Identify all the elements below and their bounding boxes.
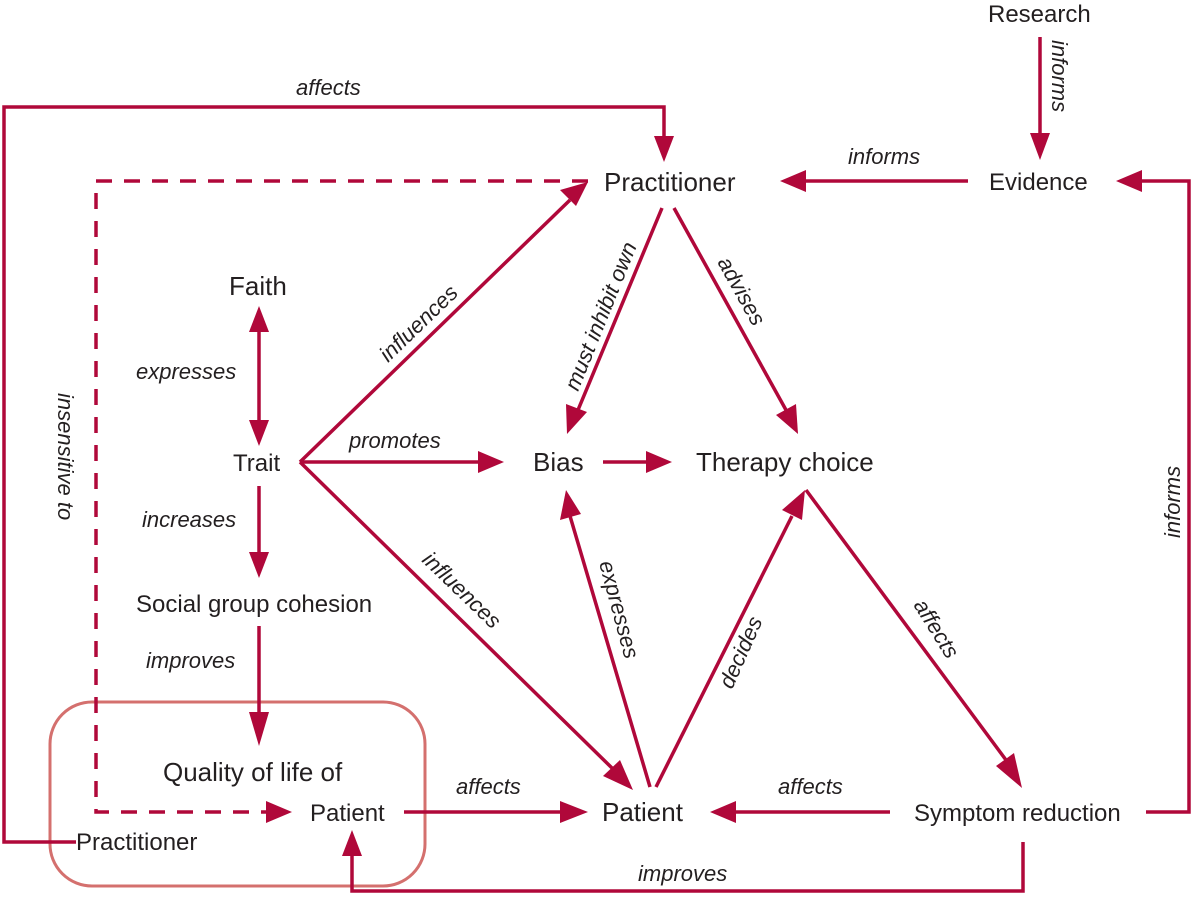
edge-label-symptom-patient: affects bbox=[778, 774, 843, 799]
edge-label-practitioner-qol-patient: insensitive to bbox=[53, 393, 78, 520]
edge-qol-practitioner-practitioner: affects bbox=[2, 75, 674, 844]
edge-practitioner-qol-patient: insensitive to bbox=[53, 179, 588, 823]
arrowhead bbox=[1116, 170, 1142, 192]
arrowhead-down bbox=[249, 420, 269, 446]
edge-trait-bias: promotes bbox=[300, 428, 504, 473]
arrowhead bbox=[560, 490, 581, 520]
arrowhead bbox=[249, 712, 269, 746]
edge-symptom-patient: affects bbox=[710, 774, 890, 823]
edge-label-patient-bias: expresses bbox=[594, 558, 644, 661]
node-quality-of-life-heading: Quality of life of bbox=[163, 757, 343, 787]
node-practitioner: Practitioner bbox=[604, 167, 736, 197]
edge-trait-social: increases bbox=[142, 486, 269, 578]
edge-label-symptom-evidence: informs bbox=[1160, 466, 1185, 538]
edge-label-qol-patient-patient: affects bbox=[456, 774, 521, 799]
edge-label-faith-trait: expresses bbox=[136, 359, 236, 384]
edge-label-symptom-qol-patient: improves bbox=[638, 861, 727, 886]
edge-label-qol-practitioner-practitioner: affects bbox=[296, 75, 361, 100]
arrowhead bbox=[654, 136, 674, 162]
edge-trait-practitioner: influences bbox=[298, 182, 588, 464]
edge-evidence-practitioner: informs bbox=[780, 144, 968, 192]
node-faith: Faith bbox=[229, 271, 287, 301]
arrowhead bbox=[266, 801, 292, 823]
arrowhead bbox=[996, 753, 1022, 788]
edge-practitioner-therapy: advises bbox=[672, 207, 798, 434]
edge-practitioner-bias: must inhibit own bbox=[559, 207, 664, 434]
arrowhead bbox=[560, 182, 588, 206]
arrowhead bbox=[1030, 133, 1050, 160]
node-trait: Trait bbox=[233, 450, 280, 477]
edge-label-social-qol: improves bbox=[146, 648, 235, 673]
arrowhead bbox=[566, 404, 587, 434]
edge-therapy-symptom: affects bbox=[804, 488, 1022, 788]
edge-qol-patient-patient: affects bbox=[404, 774, 588, 823]
edge-bias-therapy bbox=[603, 451, 672, 473]
arrowhead bbox=[249, 552, 269, 578]
edge-patient-therapy: decides bbox=[654, 490, 805, 788]
node-research: Research bbox=[988, 1, 1091, 28]
edge-label-practitioner-bias: must inhibit own bbox=[559, 238, 641, 394]
arrowhead bbox=[780, 170, 806, 192]
arrowhead bbox=[342, 830, 362, 856]
node-social-group-cohesion: Social group cohesion bbox=[136, 591, 372, 618]
node-symptom-reduction: Symptom reduction bbox=[914, 800, 1121, 827]
arrowhead bbox=[478, 451, 504, 473]
arrowhead bbox=[776, 404, 798, 434]
edge-label-evidence-practitioner: informs bbox=[848, 144, 920, 169]
edge-research-evidence: informs bbox=[1030, 37, 1072, 160]
arrowhead-up bbox=[249, 306, 269, 332]
arrowhead bbox=[710, 801, 736, 823]
edge-symptom-qol-patient: improves bbox=[342, 830, 1025, 893]
edge-social-qol: improves bbox=[146, 626, 269, 746]
edge-label-trait-bias: promotes bbox=[348, 428, 441, 453]
edge-label-trait-practitioner: influences bbox=[374, 280, 463, 367]
arrowhead bbox=[603, 760, 633, 790]
node-evidence: Evidence bbox=[989, 169, 1088, 196]
edge-label-research-evidence: informs bbox=[1047, 40, 1072, 112]
edge-symptom-evidence: informs bbox=[1116, 170, 1191, 814]
edge-label-trait-social: increases bbox=[142, 507, 236, 532]
edge-label-therapy-symptom: affects bbox=[909, 594, 965, 662]
node-patient: Patient bbox=[602, 797, 684, 827]
edge-faith-trait: expresses bbox=[136, 306, 269, 446]
node-qol-patient: Patient bbox=[310, 800, 385, 827]
arrowhead bbox=[646, 451, 672, 473]
node-bias: Bias bbox=[533, 447, 584, 477]
node-qol-practitioner: Practitioner bbox=[76, 829, 197, 856]
edge-patient-bias: expresses bbox=[560, 490, 652, 788]
node-therapy-choice: Therapy choice bbox=[696, 447, 874, 477]
edge-trait-patient: influences bbox=[298, 460, 633, 790]
arrowhead bbox=[782, 490, 805, 520]
quality-of-life-group-box bbox=[48, 700, 427, 888]
arrowhead bbox=[560, 801, 588, 823]
